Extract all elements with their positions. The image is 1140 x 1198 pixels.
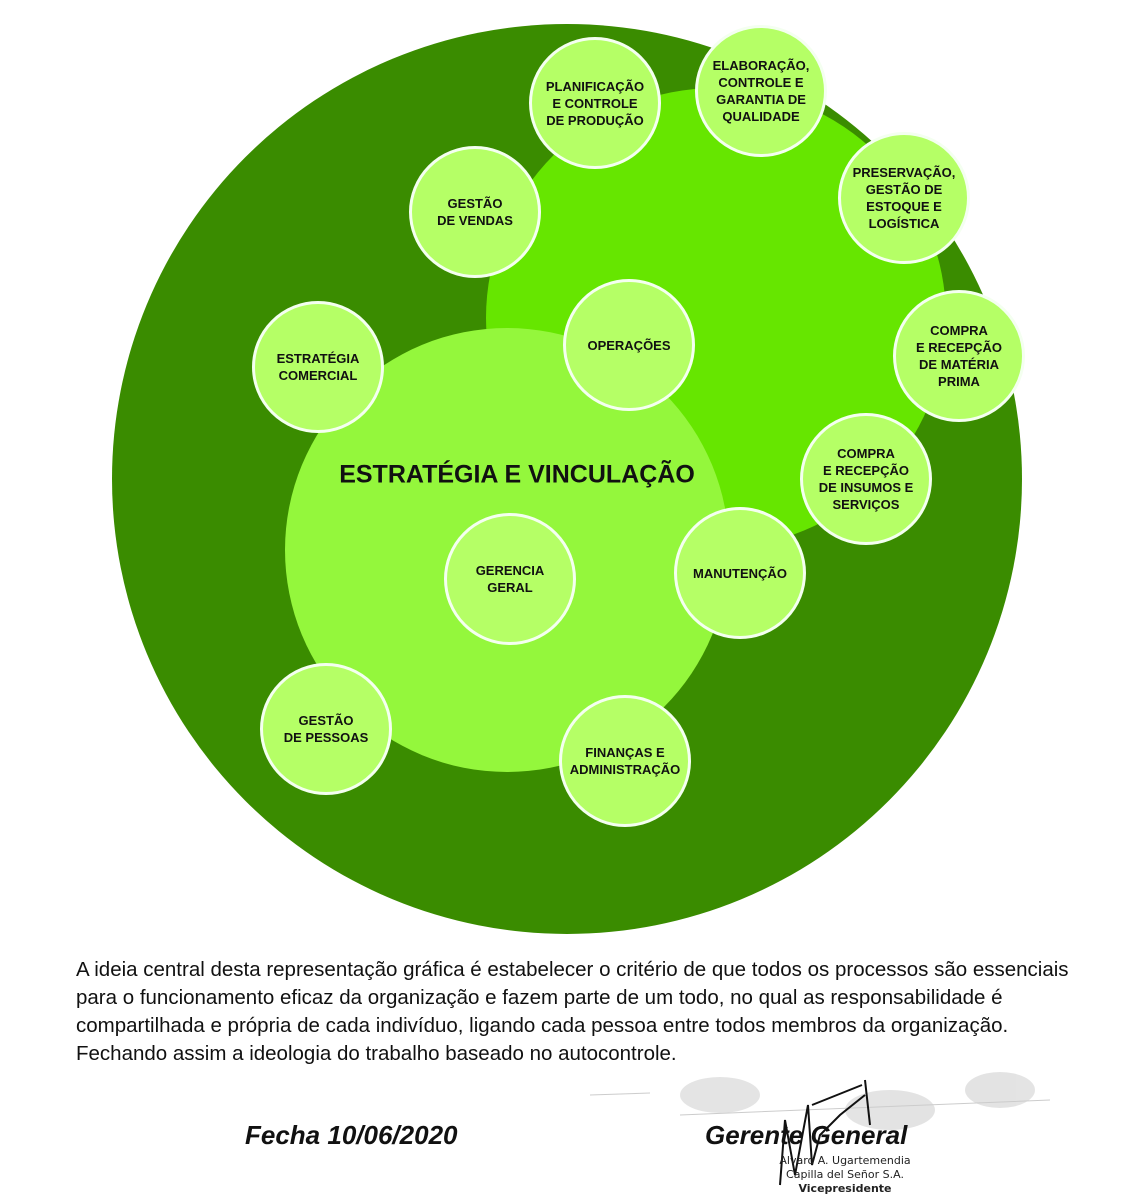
center-title: ESTRATÉGIA E VINCULAÇÃO <box>339 460 695 489</box>
stamp-title: Vicepresidente <box>798 1182 892 1195</box>
node-gestao-pessoas: GESTÃO DE PESSOAS <box>260 663 392 795</box>
stamp-name: Alvaro A. Ugartemendia <box>779 1154 911 1167</box>
node-estrategia-comercial: ESTRATÉGIA COMERCIAL <box>252 301 384 433</box>
stamp-company: Capilla del Señor S.A. <box>786 1168 904 1181</box>
node-gestao-vendas: GESTÃO DE VENDAS <box>409 146 541 278</box>
signature-scribble <box>779 1079 871 1186</box>
node-planificacao: PLANIFICAÇÃO E CONTROLE DE PRODUÇÃO <box>529 37 661 169</box>
node-gerencia-geral: GERENCIA GERAL <box>444 513 576 645</box>
node-operacoes: OPERAÇÕES <box>563 279 695 411</box>
node-elaboracao: ELABORAÇÃO, CONTROLE E GARANTIA DE QUALI… <box>695 25 827 157</box>
node-compra-materia-prima: COMPRA E RECEPÇÃO DE MATÉRIA PRIMA <box>893 290 1025 422</box>
date-label: Fecha 10/06/2020 <box>245 1120 458 1150</box>
node-manutencao: MANUTENÇÃO <box>674 507 806 639</box>
signature-watermark <box>589 1072 1051 1186</box>
signature-stamp: Alvaro A. Ugartemendia Capilla del Señor… <box>770 1154 920 1196</box>
node-compra-insumos: COMPRA E RECEPÇÃO DE INSUMOS E SERVIÇOS <box>800 413 932 545</box>
role-label: Gerente General <box>705 1120 908 1150</box>
node-financas: FINANÇAS E ADMINISTRAÇÃO <box>559 695 691 827</box>
node-preservacao: PRESERVAÇÃO, GESTÃO DE ESTOQUE E LOGÍSTI… <box>838 132 970 264</box>
description-paragraph: A ideia central desta representação gráf… <box>76 958 1069 1065</box>
